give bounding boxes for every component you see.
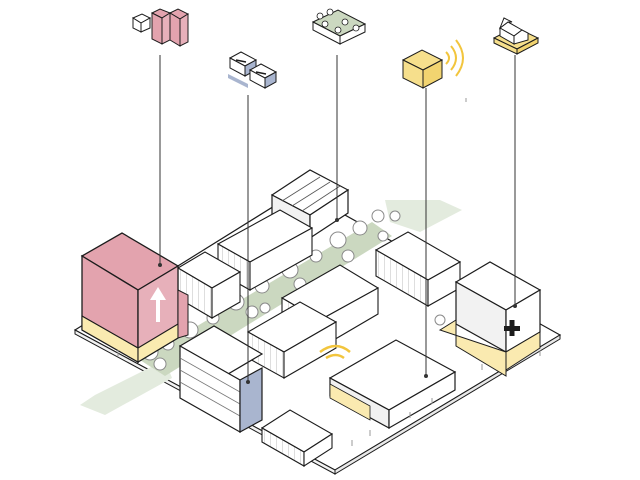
green-strip-west	[80, 360, 172, 415]
relocatable-blocks-icon	[228, 51, 278, 89]
green-strip-east	[385, 200, 462, 232]
townhouse-cluster-icon	[311, 8, 367, 45]
tall-red-building-icon	[131, 8, 190, 47]
medical-cross-icon	[504, 320, 520, 336]
pedestrian-marks	[117, 98, 541, 446]
blue-parking-deck	[178, 325, 264, 434]
leader-lines	[159, 55, 516, 382]
yellow-base-hall	[319, 339, 457, 430]
house-on-base-icon	[492, 17, 540, 55]
row-houses-north	[216, 209, 314, 291]
row-houses-east	[374, 231, 462, 307]
wifi-signal-icon	[319, 344, 351, 360]
wifi-box-icon	[401, 39, 464, 89]
red-tower	[80, 232, 189, 364]
row-houses-front	[260, 409, 334, 468]
row-houses-west	[176, 251, 242, 319]
leader-dots	[158, 218, 517, 384]
up-arrow-icon	[150, 287, 166, 322]
